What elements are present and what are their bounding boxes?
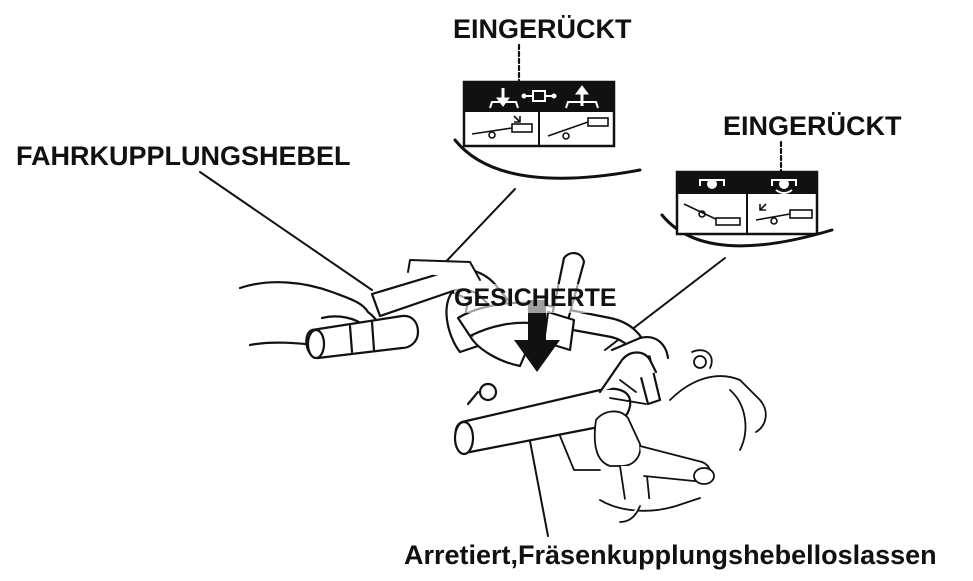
- tine-gear-icon: [699, 179, 725, 189]
- label-drive-clutch-lever: FAHRKUPPLUNGSHEBEL: [16, 141, 351, 171]
- clutch-symbol-icon: [521, 90, 557, 102]
- arrow-up-icon: [565, 85, 599, 109]
- leader-fahr: [199, 171, 373, 291]
- engaged-plate-left: [462, 80, 616, 148]
- label-engaged-left: EINGERÜCKT: [453, 14, 632, 44]
- lever-released-icon-right: [683, 203, 741, 226]
- arrow-down-icon: [489, 88, 519, 109]
- label-secured: GESICHERTE: [454, 284, 617, 313]
- callout-arc-right: [660, 213, 834, 248]
- label-locked-release: Arretiert,Fräsenkupplungshebelloslassen: [404, 540, 937, 570]
- lever-engaged-icon: [471, 115, 533, 139]
- engine-mechanism: [559, 349, 767, 523]
- engaged-plate-right: [675, 170, 819, 236]
- callout-arc-left: [453, 138, 642, 180]
- secured-arrow-icon: [514, 300, 560, 372]
- left-bracket: [466, 382, 498, 406]
- handlebar-frame: [456, 301, 670, 406]
- label-engaged-right: EINGERÜCKT: [723, 111, 902, 141]
- lever-released-icon: [547, 117, 609, 140]
- rotary-clutch-lever-graphic: [453, 351, 658, 456]
- lever-engaged-icon-right: [755, 203, 813, 225]
- tine-gear-rotating-icon: [771, 179, 797, 194]
- callout-line-left: [437, 188, 516, 271]
- left-grip: [305, 314, 420, 360]
